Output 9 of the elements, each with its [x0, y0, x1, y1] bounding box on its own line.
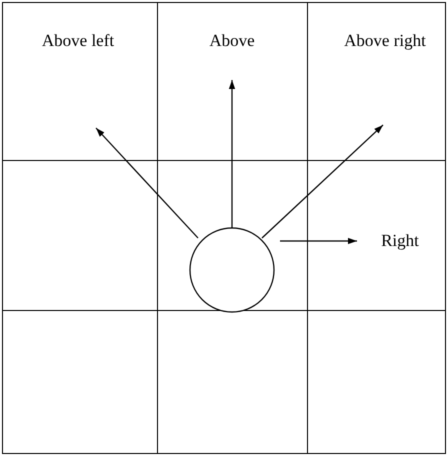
direction-label: Above left: [20, 30, 136, 52]
arrow: [280, 238, 357, 244]
direction-label: Above right: [324, 30, 446, 52]
arrow: [262, 124, 384, 238]
arrow: [96, 128, 198, 238]
direction-label: Right: [370, 230, 430, 252]
direction-label: Above: [196, 30, 268, 52]
arrow: [228, 80, 236, 228]
circle: [189, 227, 275, 313]
